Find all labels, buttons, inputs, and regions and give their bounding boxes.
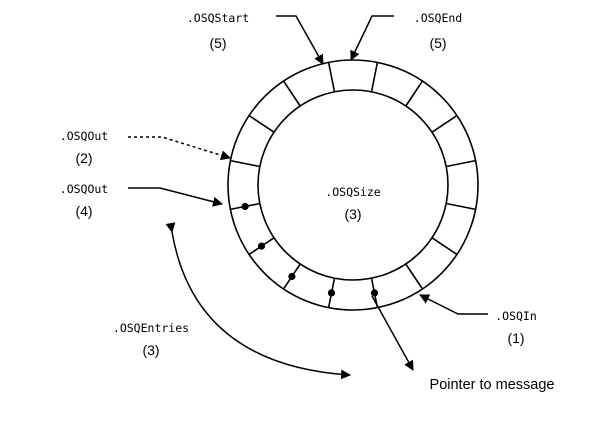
- osq-out-previous-count: (2): [75, 150, 92, 166]
- osq-out-arrow: [128, 187, 223, 207]
- osq-end-label: .OSQEnd (5): [350, 11, 462, 61]
- osq-size-name: .OSQSize: [325, 185, 380, 199]
- pointer-arrow: [371, 295, 414, 371]
- osq-size-label: .OSQSize (3): [325, 185, 380, 222]
- slot-divider: [431, 237, 458, 256]
- osq-in-name: .OSQIn: [495, 309, 537, 323]
- osq-entries-count: (3): [142, 342, 159, 358]
- message-dot: [257, 242, 266, 250]
- osq-out-name: .OSQOut: [60, 182, 108, 196]
- osq-end-arrow: [350, 15, 394, 61]
- osq-out-label: .OSQOut (4): [60, 182, 223, 219]
- message-dot: [327, 289, 336, 297]
- message-dot: [370, 289, 379, 297]
- message-dot: [288, 272, 296, 281]
- slot-divider: [446, 202, 476, 211]
- osq-in-arrow: [419, 294, 488, 315]
- osq-end-name: .OSQEnd: [414, 11, 462, 25]
- message-dot: [241, 202, 249, 211]
- osq-out-count: (4): [75, 203, 92, 219]
- slot-divider: [282, 80, 301, 107]
- osq-end-count: (5): [429, 35, 446, 51]
- osq-out-previous-label: .OSQOut (2): [60, 129, 231, 166]
- osq-entries-label: .OSQEntries (3): [113, 222, 351, 380]
- ring-inner: [257, 89, 449, 281]
- pointer-to-message: Pointer to message: [371, 295, 555, 393]
- osq-entries-arrow: [165, 222, 351, 380]
- osq-start-name: .OSQStart: [187, 11, 249, 25]
- slot-divider: [431, 114, 458, 133]
- osq-start-count: (5): [209, 35, 226, 51]
- slot-divider: [405, 80, 424, 107]
- osq-start-arrow: [276, 15, 324, 65]
- slot-divider: [230, 159, 260, 168]
- slot-divider: [446, 159, 476, 168]
- osq-start-label: .OSQStart (5): [187, 11, 324, 65]
- slot-divider: [327, 62, 336, 92]
- slot-divider: [405, 263, 424, 290]
- slot-divider: [370, 62, 379, 92]
- osq-in-label: .OSQIn (1): [419, 294, 537, 346]
- osq-in-count: (1): [507, 330, 524, 346]
- osq-entries-name: .OSQEntries: [113, 321, 189, 335]
- osq-out-previous-name: .OSQOut: [60, 129, 108, 143]
- slot-divider: [248, 114, 275, 133]
- osq-out-previous-arrow: [128, 136, 231, 161]
- osq-size-count: (3): [344, 206, 361, 222]
- pointer-label: Pointer to message: [430, 377, 555, 393]
